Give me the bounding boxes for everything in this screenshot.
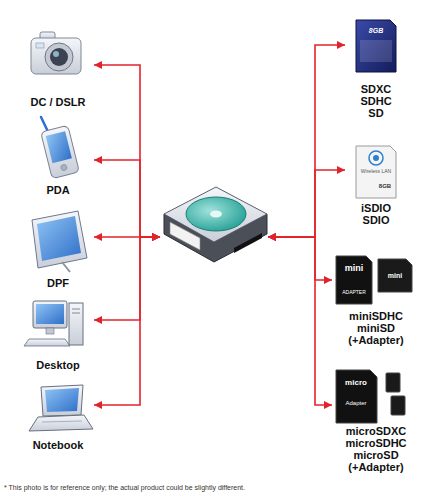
arrow-connector (94, 237, 160, 320)
node-label: iSDIO SDIO (361, 202, 391, 226)
arrow-connector (268, 237, 332, 405)
arrow-connector (94, 160, 160, 237)
node-label: DC / DSLR (31, 96, 86, 108)
node-label: miniSDHC miniSD (+Adapter) (348, 310, 403, 346)
card-logo: mini (388, 272, 402, 279)
node-label: Notebook (33, 439, 84, 451)
card-logo: micro (345, 379, 367, 387)
microsd-card-illustration (336, 370, 405, 423)
card-marking: ADAPTER (342, 290, 366, 295)
node-label: DPF (47, 277, 69, 289)
pda-icon (41, 117, 80, 179)
node-label: microSDXC microSDHC microSD (+Adapter) (345, 425, 406, 473)
arrow-connector (268, 170, 345, 237)
device-node: Notebook (22, 380, 94, 455)
photo-frame-icon (32, 211, 87, 272)
device-node: DC / DSLR (22, 22, 94, 112)
desktop-icon (24, 301, 83, 346)
isdio-card-illustration (356, 146, 396, 198)
card-capacity: 8GB (379, 183, 391, 189)
camera-icon (31, 32, 81, 74)
card-node: iSDIO SDIO (345, 140, 407, 230)
device-node: PDA (22, 112, 94, 200)
card-marking: Adapter (345, 400, 366, 406)
footnote: * This photo is for reference only; the … (4, 484, 245, 491)
card-capacity: 8GB (369, 27, 383, 34)
sd-card-illustration (356, 20, 396, 72)
device-node: DPF (22, 205, 94, 293)
arrow-connector (94, 236, 160, 238)
arrow-connector (94, 237, 160, 405)
node-label: SDXC SDHC SD (360, 83, 391, 119)
arrow-connector (94, 65, 160, 237)
card-marking: Wireless LAN (361, 169, 391, 174)
cf-adapter-illustration (164, 187, 267, 262)
card-node: SDXC SDHC SD (345, 18, 407, 122)
node-label: PDA (46, 184, 69, 196)
adapter-node (160, 186, 268, 266)
device-node: Desktop (22, 295, 94, 375)
arrow-connector (268, 45, 345, 237)
arrow-connector (268, 237, 332, 280)
card-logo: mini (345, 264, 364, 273)
minisd-card-illustration (336, 256, 412, 304)
notebook-icon (29, 385, 93, 431)
node-label: Desktop (36, 359, 79, 371)
